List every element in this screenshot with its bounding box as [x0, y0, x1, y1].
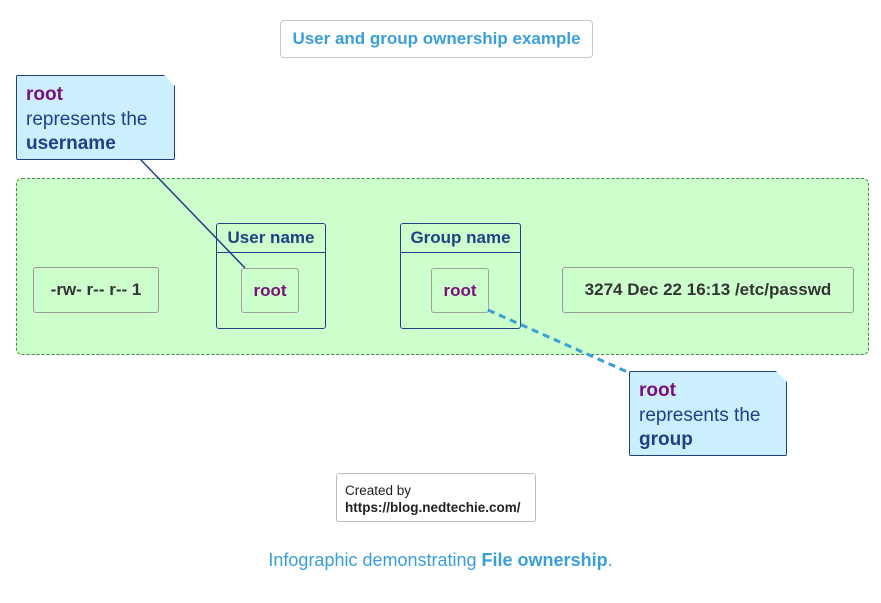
username-note: root represents the username — [16, 74, 176, 160]
group-connector — [487, 308, 633, 376]
group-note-line3: group — [639, 429, 693, 450]
caption-prefix: Infographic demonstrating — [268, 550, 482, 570]
username-note-line2: represents the — [26, 108, 148, 130]
file-details-box: 3274 Dec 22 16:13 /etc/passwd — [562, 267, 854, 313]
user-root-box: root — [241, 268, 299, 313]
note-fold-corner — [775, 370, 788, 383]
user-name-header: User name — [217, 224, 325, 253]
group-name-header: Group name — [401, 224, 520, 253]
note-fold-corner — [163, 74, 176, 87]
credit-box: Created by https://blog.nedtechie.com/ — [336, 473, 536, 522]
group-root-box: root — [431, 268, 489, 313]
user-name-group: User name root — [216, 223, 326, 329]
group-note-line2: represents the — [639, 404, 761, 426]
permissions-text: -rw- r-- r-- 1 — [50, 280, 142, 299]
username-note-line1: root — [26, 84, 63, 105]
permissions-box: -rw- r-- r-- 1 — [33, 267, 159, 313]
user-root-text: root — [253, 280, 287, 300]
diagram-title: User and group ownership example — [280, 20, 593, 58]
group-note: root represents the group — [629, 370, 788, 456]
group-name-group: Group name root — [400, 223, 521, 329]
caption: Infographic demonstrating File ownership… — [0, 550, 881, 571]
group-note-line1: root — [639, 380, 676, 401]
credit-url: https://blog.nedtechie.com/ — [345, 500, 521, 515]
username-note-line3: username — [26, 133, 116, 154]
credit-label: Created by — [345, 483, 412, 498]
diagram-title-text: User and group ownership example — [292, 29, 581, 48]
username-connector — [139, 158, 246, 269]
caption-bold: File ownership — [481, 550, 608, 570]
caption-suffix: . — [607, 550, 613, 570]
file-details-text: 3274 Dec 22 16:13 /etc/passwd — [584, 280, 832, 299]
group-root-text: root — [443, 280, 477, 300]
